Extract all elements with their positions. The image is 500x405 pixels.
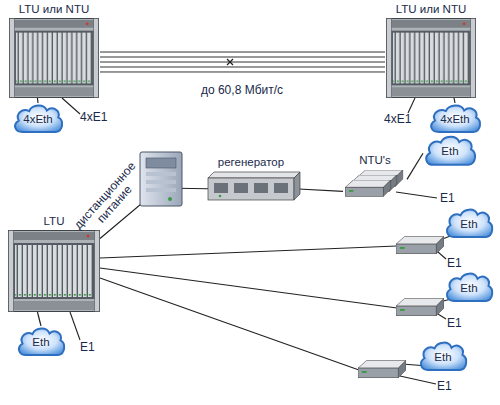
- network-cloud: Eth: [418, 340, 468, 371]
- device-node: регенератор: [208, 155, 294, 200]
- link-line: [100, 52, 385, 53]
- cloud-label: 4xEth: [12, 112, 64, 126]
- port-label: E1: [437, 379, 452, 393]
- rack-unit: [387, 18, 476, 97]
- wire: [62, 98, 458, 384]
- link-line: [100, 66, 385, 67]
- node-label: LTU или NTU: [8, 2, 100, 16]
- port-label: E1: [440, 191, 455, 205]
- rack-unit: [9, 231, 100, 312]
- rack-unit: [10, 18, 99, 97]
- link-line: [37, 312, 41, 326]
- network-cloud: Eth: [423, 134, 477, 166]
- regenerator-device: [208, 172, 300, 200]
- cloud-label: Eth: [444, 217, 494, 231]
- network-cloud: 4xEth: [12, 103, 64, 133]
- port-label: 4xE1: [80, 110, 107, 124]
- node-label: регенератор: [208, 155, 294, 169]
- cloud-label: 4xEth: [428, 112, 482, 126]
- cloud-label: Eth: [16, 335, 66, 349]
- node-label: NTU's: [343, 153, 407, 167]
- device-node: NTU's: [343, 153, 407, 201]
- network-cloud: 4xEth: [428, 103, 482, 133]
- cloud-label: Eth: [444, 281, 494, 295]
- cloud-label: Eth: [423, 144, 477, 158]
- link-label: до 60,8 Мбит/с: [182, 84, 302, 97]
- rack-node: LTU или NTU: [385, 2, 477, 98]
- port-label: E1: [447, 316, 462, 330]
- network-cloud: Eth: [444, 271, 494, 302]
- link-line: [100, 71, 385, 72]
- link-line: [100, 62, 385, 63]
- link-line: [407, 153, 423, 179]
- link-line: [100, 57, 385, 58]
- port-label: 4xE1: [384, 112, 411, 126]
- cloud-label: Eth: [418, 350, 468, 364]
- network-cloud: Eth: [16, 326, 66, 356]
- link-line: [294, 189, 343, 192]
- port-label: E1: [80, 340, 95, 354]
- port-label: E1: [447, 256, 462, 270]
- link-line: [37, 98, 39, 103]
- break-mark: [227, 59, 233, 65]
- rack-node: LTU или NTU: [8, 2, 100, 98]
- network-cloud: Eth: [444, 207, 494, 238]
- node-label: LTU или NTU: [385, 2, 477, 16]
- link-line: [454, 98, 455, 103]
- power-supply: [140, 152, 182, 206]
